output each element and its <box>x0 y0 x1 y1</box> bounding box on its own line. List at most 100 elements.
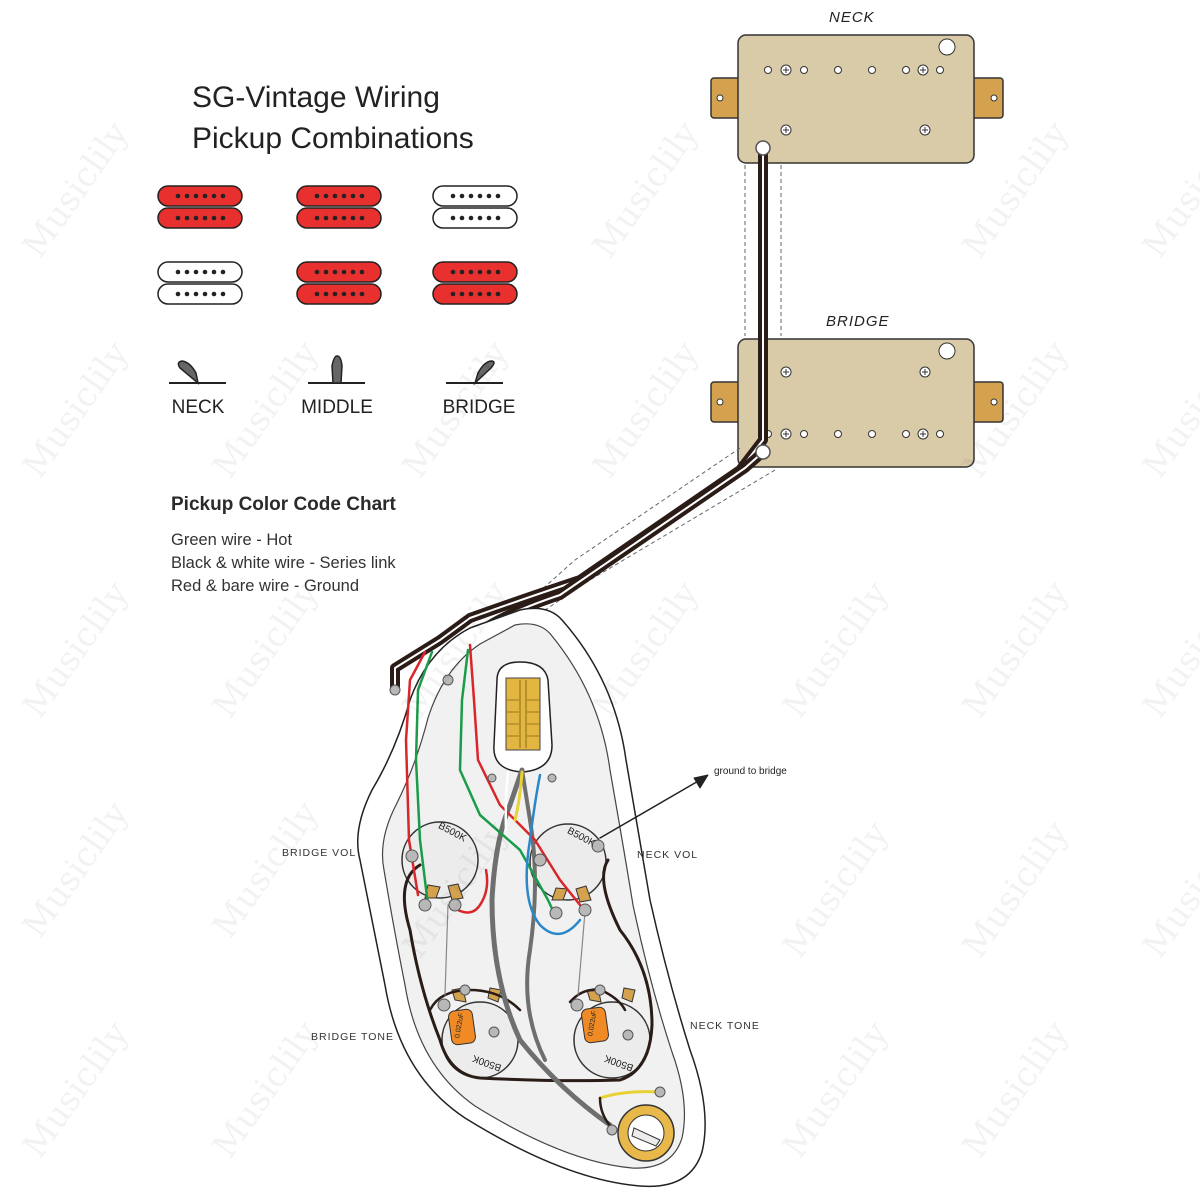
output-jack <box>617 1104 675 1162</box>
pole-piece <box>202 193 208 199</box>
coil-active <box>296 207 382 229</box>
pole-piece <box>468 269 474 275</box>
pole-piece <box>314 269 320 275</box>
watermark-text: Musiclily <box>15 574 138 725</box>
watermark-text: Musiclily <box>15 114 138 265</box>
pole-piece <box>359 193 365 199</box>
watermark-text: Musiclily <box>15 334 138 485</box>
pole-piece <box>314 193 320 199</box>
pole-piece <box>477 269 483 275</box>
pole-piece <box>175 291 181 297</box>
color-chart-line-ground: Red & bare wire - Ground <box>171 577 360 595</box>
color-chart-line-hot: Green wire - Hot <box>171 531 293 549</box>
pole-piece <box>341 193 347 199</box>
neck-vol-label: NECK VOL <box>637 849 699 861</box>
solder-points <box>389 674 666 1136</box>
pole-piece <box>323 291 329 297</box>
watermark-text: Musiclily <box>585 334 708 485</box>
pole-piece <box>468 215 474 221</box>
watermark-text: Musiclily <box>955 574 1078 725</box>
watermark-text: Musiclily <box>775 814 898 965</box>
pole-piece <box>486 215 492 221</box>
pole-piece <box>193 215 199 221</box>
pole-piece <box>341 291 347 297</box>
coil-active <box>296 283 382 305</box>
pole-piece <box>323 193 329 199</box>
pole-piece <box>193 269 199 275</box>
watermark-text: Musiclily <box>585 114 708 265</box>
coil-inactive <box>157 261 243 283</box>
pole-piece <box>220 269 226 275</box>
pole-piece <box>477 291 483 297</box>
pole-piece <box>459 269 465 275</box>
diagram-title-line2: Pickup Combinations <box>192 122 474 155</box>
watermark-text: Musiclily <box>205 1014 328 1165</box>
pole-piece <box>332 291 338 297</box>
watermark-text: Musiclily <box>955 1014 1078 1165</box>
switch-middle-icon <box>308 355 365 384</box>
pole-piece <box>341 215 347 221</box>
combo-icon <box>432 185 518 229</box>
pole-piece <box>459 193 465 199</box>
pole-piece <box>486 193 492 199</box>
pole-piece <box>211 215 217 221</box>
pole-piece <box>211 193 217 199</box>
pole-piece <box>450 215 456 221</box>
switch-label-neck: NECK <box>171 397 225 418</box>
watermark-text: Musiclily <box>775 1014 898 1165</box>
pole-piece <box>341 269 347 275</box>
pole-piece <box>450 269 456 275</box>
bridge-vol-label: BRIDGE VOL <box>282 847 357 859</box>
watermark-text: Musiclily <box>1135 334 1200 485</box>
switch-bridge-icon <box>446 360 503 386</box>
pole-piece <box>350 291 356 297</box>
pole-piece <box>175 193 181 199</box>
diagram-title-line1: SG-Vintage Wiring <box>192 81 440 114</box>
coil-inactive <box>157 283 243 305</box>
pole-piece <box>323 215 329 221</box>
pole-piece <box>175 215 181 221</box>
pole-piece <box>468 193 474 199</box>
watermark-text: Musiclily <box>15 794 138 945</box>
watermark-text: Musiclily <box>585 574 708 725</box>
coil-active <box>296 261 382 283</box>
color-chart-line-series: Black & white wire - Series link <box>171 554 396 572</box>
pole-piece <box>350 269 356 275</box>
pole-piece <box>495 193 501 199</box>
pickup-combinations <box>157 185 518 305</box>
pole-piece <box>359 291 365 297</box>
pole-piece <box>175 269 181 275</box>
pole-piece <box>193 193 199 199</box>
pole-piece <box>202 215 208 221</box>
pole-piece <box>314 291 320 297</box>
bridge-tone-label: BRIDGE TONE <box>311 1031 394 1043</box>
pole-piece <box>314 215 320 221</box>
watermark-text: Musiclily <box>15 1014 138 1165</box>
pole-piece <box>184 291 190 297</box>
pole-piece <box>450 291 456 297</box>
coil-active <box>157 207 243 229</box>
pole-piece <box>184 193 190 199</box>
coil-active <box>296 185 382 207</box>
pole-piece <box>495 269 501 275</box>
pole-piece <box>202 269 208 275</box>
coil-active <box>432 283 518 305</box>
watermark-text: Musiclily <box>1135 574 1200 725</box>
combo-icon <box>296 185 382 229</box>
pole-piece <box>477 215 483 221</box>
pole-piece <box>359 215 365 221</box>
coil-active <box>432 261 518 283</box>
pole-piece <box>459 215 465 221</box>
watermark-text: Musiclily <box>1135 814 1200 965</box>
pole-piece <box>211 269 217 275</box>
pole-piece <box>359 269 365 275</box>
coil-inactive <box>432 185 518 207</box>
bridge-tone-capacitor <box>448 1008 476 1046</box>
neck-pickup <box>710 34 1004 164</box>
watermark-text: Musiclily <box>955 814 1078 965</box>
combo-icon <box>296 261 382 305</box>
bridge-pickup-label: BRIDGE <box>826 313 890 330</box>
switch-label-bridge: BRIDGE <box>442 397 516 418</box>
